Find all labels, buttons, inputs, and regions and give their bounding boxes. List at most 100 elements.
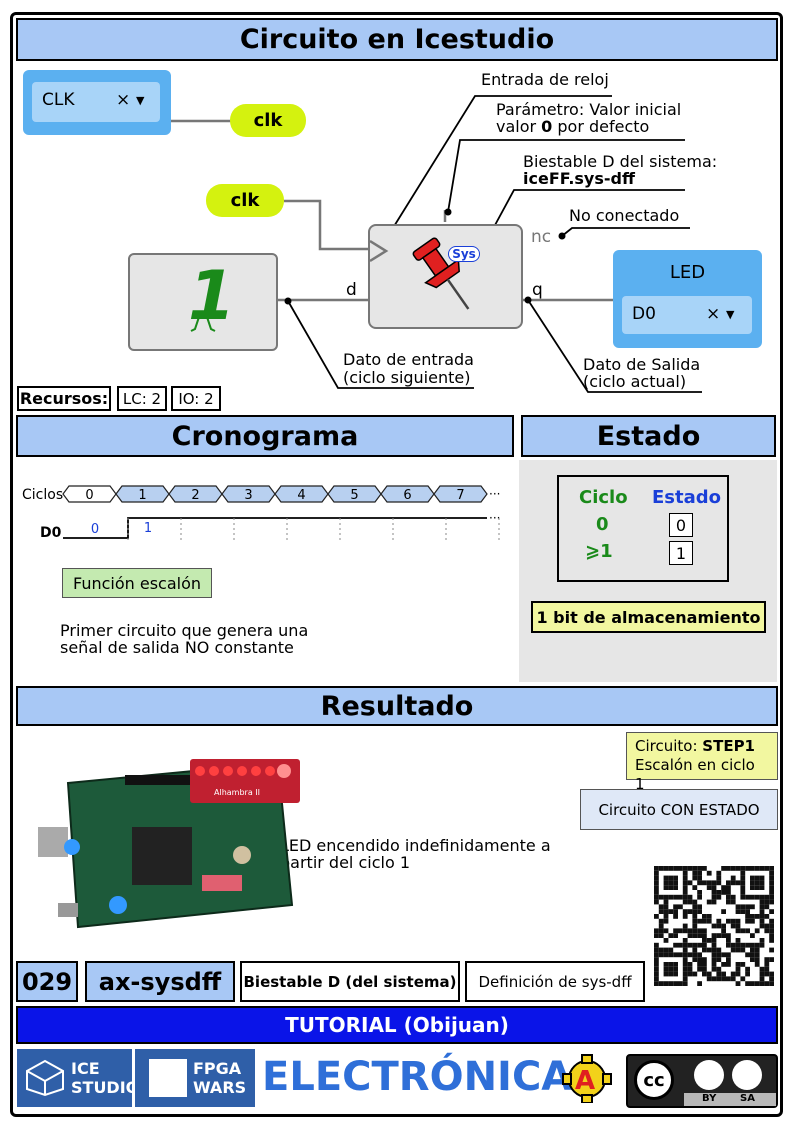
- dropdown-arrow-icon[interactable]: ▼: [136, 94, 145, 107]
- qr-module: [730, 866, 736, 871]
- qr-module: [654, 885, 659, 890]
- state-table-state-0: 0: [669, 513, 693, 537]
- qr-module: [654, 962, 659, 967]
- qr-module: [682, 952, 688, 958]
- qr-module: [668, 947, 674, 953]
- qr-module: [668, 909, 674, 914]
- cycle-label: 3: [244, 488, 252, 503]
- tutorial-bar[interactable]: TUTORIAL (Obijuan): [16, 1006, 778, 1044]
- qr-module: [692, 928, 698, 934]
- qr-module: [697, 909, 702, 914]
- qr-module: [721, 866, 726, 871]
- resources-io: IO: 2: [171, 386, 221, 411]
- qr-module: [764, 866, 770, 871]
- qr-module: [673, 885, 678, 890]
- led-pin-select[interactable]: D0 × ▼: [622, 296, 752, 334]
- led-output-title: LED: [669, 262, 706, 283]
- icestudio-logo[interactable]: ICE STUDIO: [17, 1049, 139, 1107]
- qr-module: [658, 909, 664, 914]
- qr-module: [745, 894, 750, 900]
- qr-module: [726, 976, 731, 982]
- qr-module: [668, 962, 674, 967]
- qr-module: [740, 976, 746, 982]
- clk-select[interactable]: CLK × ▼: [32, 82, 160, 122]
- qr-module: [658, 866, 664, 871]
- clk-input-block[interactable]: CLK × ▼: [23, 70, 171, 135]
- qr-module: [735, 947, 741, 953]
- qr-module: [654, 875, 659, 881]
- qr-module: [706, 885, 712, 890]
- pushpin-icon: [412, 237, 470, 310]
- qr-module: [706, 947, 712, 953]
- qr-module: [668, 933, 674, 938]
- clear-icon[interactable]: ×: [706, 304, 721, 324]
- note-data-out-line2: (ciclo actual): [583, 372, 687, 391]
- icestudio-cube-icon: [26, 1059, 64, 1097]
- dff-block[interactable]: Sys: [368, 224, 523, 329]
- qr-module: [726, 933, 731, 938]
- qr-module: [706, 899, 712, 905]
- cycle-label: 7: [456, 488, 464, 503]
- qr-module: [716, 947, 722, 953]
- clk-label-pill-left: clk: [206, 184, 284, 217]
- qr-module: [706, 914, 712, 919]
- led-output-block[interactable]: LED D0 × ▼: [613, 250, 762, 348]
- qr-module: [682, 923, 688, 929]
- qr-module: [711, 880, 717, 886]
- qr-module: [730, 947, 736, 953]
- qr-module: [682, 914, 688, 919]
- qr-module: [745, 952, 750, 958]
- qr-module: [764, 928, 770, 934]
- qr-module: [692, 933, 698, 938]
- cc-license-badge[interactable]: cc BY SA: [626, 1054, 778, 1108]
- qr-code[interactable]: [651, 860, 777, 1000]
- tutorial-name: ax-sysdff: [85, 961, 235, 1002]
- qr-module: [726, 894, 731, 900]
- qr-module: [750, 952, 755, 958]
- qr-module: [740, 962, 746, 967]
- qr-module: [706, 870, 712, 876]
- qr-module: [673, 981, 678, 986]
- signal-label: D0: [40, 525, 62, 541]
- qr-module: [759, 894, 765, 900]
- qr-module: [658, 947, 664, 953]
- qr-module: [711, 942, 717, 948]
- fpgawars-logo[interactable]: FPGA WARS: [135, 1049, 255, 1107]
- qr-module: [702, 938, 707, 943]
- led-desc-line2: partir del ciclo 1: [280, 853, 410, 872]
- qr-module: [702, 918, 707, 924]
- qr-module: [673, 909, 678, 914]
- qr-module: [711, 962, 717, 967]
- dropdown-arrow-icon[interactable]: ▼: [726, 308, 735, 321]
- qr-module: [769, 909, 774, 914]
- qr-module: [682, 947, 688, 953]
- clear-icon[interactable]: ×: [116, 90, 131, 110]
- tutorial-number: 029: [16, 961, 78, 1002]
- qr-module: [740, 880, 746, 886]
- qr-module: [682, 885, 688, 890]
- constant-block[interactable]: 1: [128, 253, 278, 351]
- led-pin-label: D0: [632, 304, 656, 324]
- qr-module: [754, 957, 760, 962]
- qr-module: [711, 933, 717, 938]
- qr-module: [673, 952, 678, 958]
- qr-module: [764, 981, 770, 986]
- qr-module: [702, 942, 707, 948]
- qr-module: [706, 976, 712, 982]
- qr-module: [668, 952, 674, 958]
- qr-module: [759, 976, 765, 982]
- qr-module: [716, 923, 722, 929]
- qr-module: [692, 870, 698, 876]
- state-table-state-1: 1: [669, 541, 693, 565]
- qr-module: [735, 981, 741, 986]
- qr-module: [654, 942, 659, 948]
- qr-module: [754, 885, 760, 890]
- qr-module: [730, 899, 736, 905]
- qr-module: [721, 923, 726, 929]
- tutorial-definition[interactable]: Definición de sys-dff: [465, 961, 645, 1002]
- sys-badge: Sys: [448, 246, 480, 262]
- qr-module: [682, 981, 688, 986]
- qr-module: [754, 962, 760, 967]
- qr-module: [769, 981, 774, 986]
- qr-module: [716, 880, 722, 886]
